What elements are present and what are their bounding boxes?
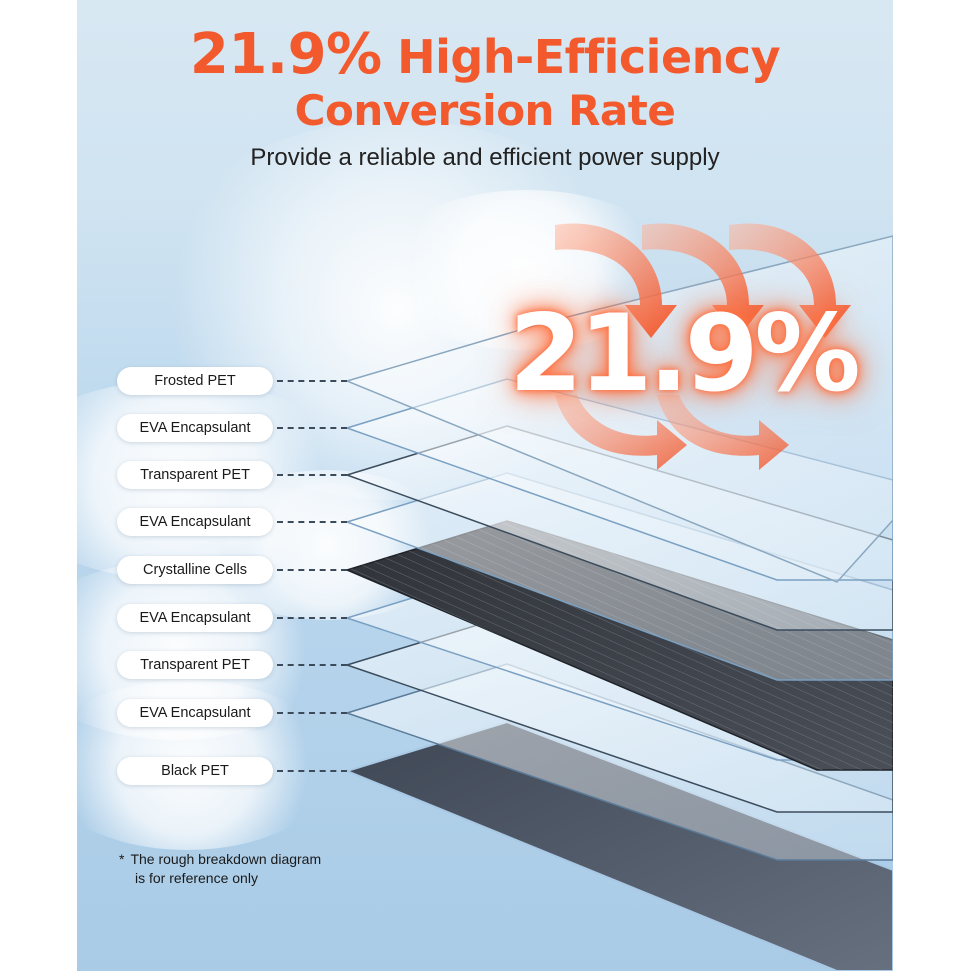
efficiency-badge: 21.9% bbox=[509, 292, 861, 415]
headline-text: High-Efficiency bbox=[397, 30, 781, 84]
layer-label: Transparent PET bbox=[117, 461, 273, 489]
layer-label-row: EVA Encapsulant bbox=[117, 604, 347, 632]
layer-frosted-pet bbox=[344, 235, 893, 583]
headline-percent: 21.9% bbox=[189, 22, 382, 87]
leader-line bbox=[277, 427, 347, 429]
energy-arrows bbox=[555, 223, 851, 470]
layer-label-row: Transparent PET bbox=[117, 461, 347, 489]
layer-label-row: Frosted PET bbox=[117, 367, 347, 395]
layer-label: EVA Encapsulant bbox=[117, 414, 273, 442]
disclaimer-note: * The rough breakdown diagram is for refe… bbox=[119, 850, 321, 888]
curved-arrow-icon bbox=[642, 223, 764, 338]
layer-label-row: EVA Encapsulant bbox=[117, 508, 347, 536]
layer-label: Transparent PET bbox=[117, 651, 273, 679]
layer-label: Frosted PET bbox=[117, 367, 273, 395]
layer-label-row: Crystalline Cells bbox=[117, 556, 347, 584]
leader-line bbox=[277, 521, 347, 523]
note-line-2: is for reference only bbox=[135, 870, 258, 886]
layer-label: Black PET bbox=[117, 757, 273, 785]
headline-line-1: 21.9% High-Efficiency bbox=[77, 22, 893, 87]
curved-arrow-icon bbox=[729, 223, 851, 338]
layer-label-row: Transparent PET bbox=[117, 651, 347, 679]
curved-arrow-icon bbox=[555, 395, 687, 470]
leader-line bbox=[277, 712, 347, 714]
headline-line-2: Conversion Rate bbox=[294, 86, 676, 135]
curved-arrow-icon bbox=[555, 223, 677, 338]
note-line-1: The rough breakdown diagram bbox=[130, 851, 322, 867]
leader-line bbox=[277, 380, 347, 382]
layer-stack-diagram bbox=[344, 235, 893, 971]
layer-label-row: EVA Encapsulant bbox=[117, 414, 347, 442]
poster: 21.9% High-Efficiency Conversion Rate Pr… bbox=[77, 0, 893, 971]
layer-label: EVA Encapsulant bbox=[117, 699, 273, 727]
layer-label: Crystalline Cells bbox=[117, 556, 273, 584]
curved-arrow-icon bbox=[657, 395, 789, 470]
leader-line bbox=[277, 474, 347, 476]
layer-label: EVA Encapsulant bbox=[117, 508, 273, 536]
layer-label-row: EVA Encapsulant bbox=[117, 699, 347, 727]
layer-label-row: Black PET bbox=[117, 757, 347, 785]
leader-line bbox=[277, 617, 347, 619]
subtitle: Provide a reliable and efficient power s… bbox=[250, 144, 720, 171]
leader-line bbox=[277, 569, 347, 571]
note-marker: * bbox=[119, 851, 125, 867]
layer-label: EVA Encapsulant bbox=[117, 604, 273, 632]
leader-line bbox=[277, 664, 347, 666]
leader-line bbox=[277, 770, 347, 772]
